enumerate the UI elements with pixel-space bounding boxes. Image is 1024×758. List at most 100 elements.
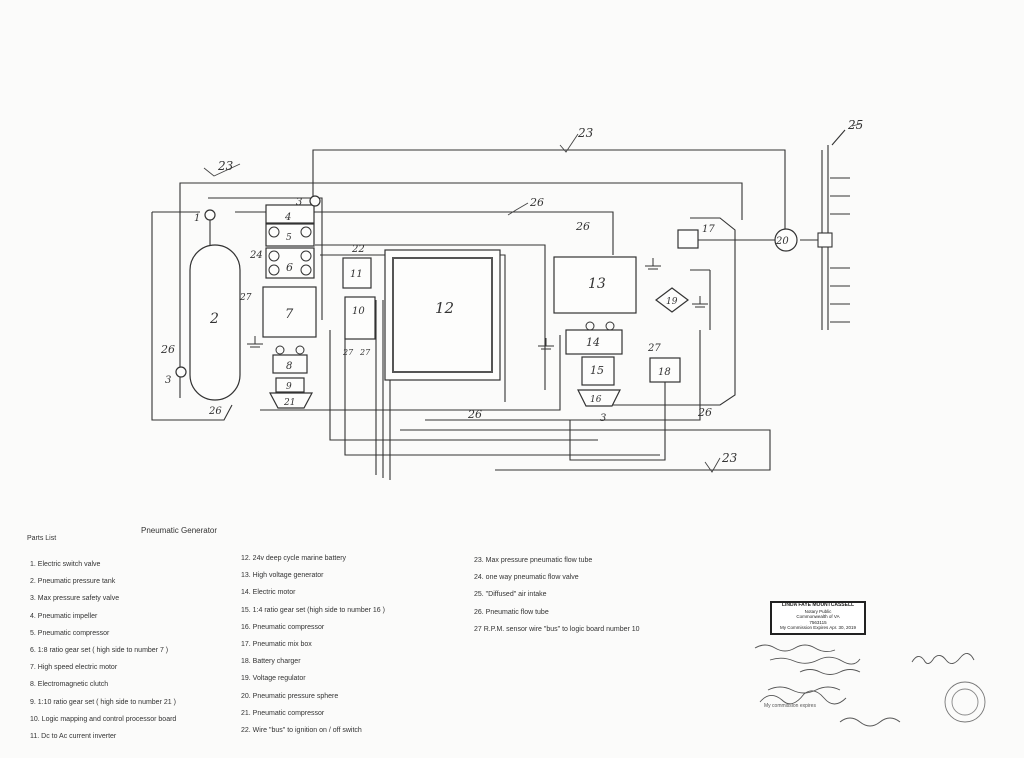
part-item: 21. Pneumatic compressor [241,709,325,717]
part-item: 23. Max pressure pneumatic flow tube [474,557,593,564]
parts-list-col-2: 12. 24v deep cycle marine battery 13. Hi… [241,550,385,739]
part-item: 24. one way pneumatic flow valve [474,574,579,582]
flow-tube-26-left [151,212,233,421]
label-19: 19 [666,297,678,307]
parts-list-col-1: 1. Electric switch valve 2. Pneumatic pr… [30,556,176,745]
part-item: 6. 1:8 ratio gear set ( high side to num… [30,646,169,654]
part-item: 13. High voltage generator [241,572,324,580]
label-3-top: 3 [296,197,302,208]
impeller-4 [265,204,315,224]
electric-motor-7 [262,286,317,338]
stamp-line: Commonwealth of VA [796,614,840,619]
gear-set-15 [581,356,615,386]
safety-valve-3-top [309,195,321,207]
stamp-line: Notary Public [804,608,832,614]
stamp-name: LINDA FAYE MOUNTCASSELL [781,602,855,608]
label-21: 21 [283,398,295,408]
label-4: 4 [284,212,291,223]
label-26-left: 26 [160,343,175,356]
label-17: 17 [702,224,715,235]
part-item: 14. Electric motor [241,589,296,597]
part-item: 27 R.P.M. sensor wire "bus" to logic boa… [474,625,640,633]
notary-stamp: LINDA FAYE MOUNTCASSELL Notary Public Co… [770,601,866,635]
label-12: 12 [435,299,454,317]
label-27-board-a: 27 [342,348,354,357]
part-item: 4. Pneumatic impeller [30,612,98,620]
air-intake-25 [817,129,850,330]
part-item: 17. Pneumatic mix box [241,640,312,648]
label-3-bottom: 3 [600,413,606,424]
part-item: 7. High speed electric motor [30,664,118,672]
label-26-bottom: 26 [467,408,482,421]
part-item: 16. Pneumatic compressor [241,623,325,631]
bottom-tube-5 [569,380,666,461]
pipe-c [208,197,323,320]
compressor-16 [577,389,621,407]
part-item: 1. Electric switch valve [30,561,101,568]
label-23-bottom: 23 [721,451,738,465]
label-2: 2 [209,311,219,327]
part-item: 8. Electromagnetic clutch [30,681,109,689]
part-item: 26. Pneumatic flow tube [474,608,549,616]
part-item: 18. Battery charger [241,658,301,666]
part-item: 2. Pneumatic pressure tank [30,578,116,586]
label-11: 11 [350,269,363,280]
part-item: 15. 1:4 ratio gear set (high side to num… [241,606,385,614]
stamp-line: My Commission Expires Apr. 30, 2019 [779,625,857,630]
label-22: 22 [351,244,365,255]
pressure-tank-2 [189,244,241,401]
part-item: 11. Dc to Ac current inverter [30,732,117,740]
bottom-tube-4 [425,330,701,421]
compressor-21 [269,392,313,409]
label-6: 6 [286,261,293,274]
label-15: 15 [590,364,604,377]
pipe-b [320,254,506,402]
gear-set-9 [275,377,305,393]
part-item: 20. Pneumatic pressure sphere [241,692,339,700]
part-item: 5. Pneumatic compressor [30,629,110,637]
part-item: 12. 24v deep cycle marine battery [241,555,347,562]
generator-13 [553,256,637,314]
label-7: 7 [285,307,294,322]
battery-charger-18 [649,357,681,383]
bottom-tube-2 [344,330,660,456]
signatures [754,644,986,727]
label-26-mid: 26 [575,220,590,233]
mix-box-17 [677,229,699,249]
bottom-tube-3 [400,429,771,471]
safety-valve-3-left [175,366,187,378]
label-1: 1 [194,213,200,224]
part-item: 22. Wire "bus" to ignition on / off swit… [241,726,362,734]
battery-12 [384,249,501,381]
logic-board-10 [344,296,376,340]
label-20: 20 [775,236,789,247]
voltage-regulator-19 [655,287,689,313]
clutch-8 [272,354,308,374]
notary-expires: My commission expires [764,703,816,709]
label-24: 24 [249,250,263,261]
parts-list-heading: Parts List [27,535,57,542]
part-item: 25. "Diffused" air intake [474,591,547,599]
label-27-board-b: 27 [359,348,371,357]
label-5: 5 [286,233,292,243]
label-27-right: 27 [647,343,661,354]
flow-tube-23-upper [179,182,743,232]
electric-motor-14 [565,329,623,355]
label-18: 18 [658,367,671,378]
bottom-tube-1 [329,330,598,441]
notary-block: My commission expires [742,640,902,712]
switch-valve-1 [204,209,216,221]
pressure-sphere-20 [774,228,798,252]
flow-tube-26-bottom [260,335,561,411]
label-14: 14 [586,336,600,349]
label-8: 8 [286,361,292,372]
label-26-top: 26 [529,196,544,209]
label-25: 25 [847,118,863,132]
gear-set-6 [265,247,315,279]
part-item: 19. Voltage regulator [241,675,306,683]
diagram-title: Pneumatic Generator [141,526,218,535]
stamp-line: 7563115 [809,619,827,625]
part-item: 9. 1:10 ratio gear set ( high side to nu… [30,698,176,706]
label-26-tank: 26 [208,406,222,417]
label-16: 16 [590,395,602,405]
